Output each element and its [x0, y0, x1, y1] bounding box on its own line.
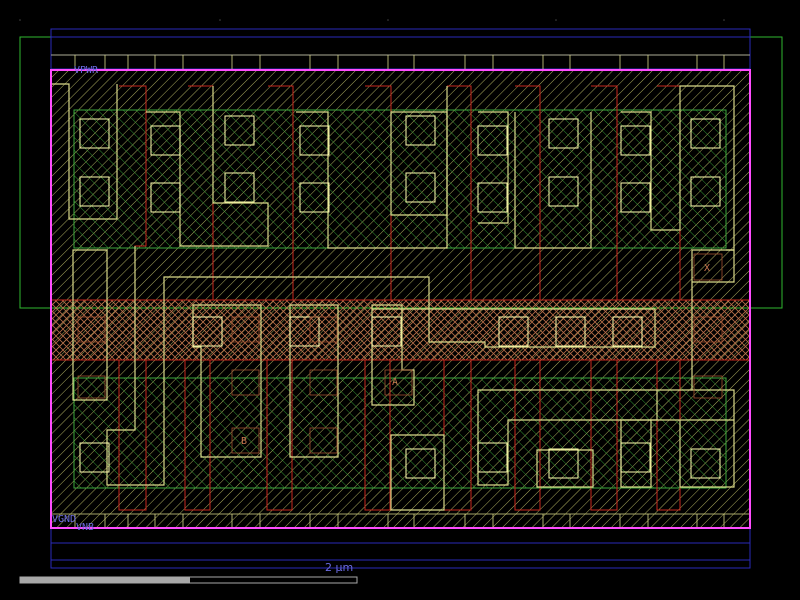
cell-boundary [50, 69, 751, 529]
vpwr-label: VPWR [74, 65, 99, 76]
scale-bar-label: 2 µm [325, 561, 353, 574]
contacts [79, 115, 721, 479]
dot-grid [19, 19, 725, 21]
metal1-shapes [51, 83, 735, 511]
scale-bar: 2 µm [19, 561, 358, 584]
pin-b-label: B [241, 436, 247, 447]
vnb-label: VNB [76, 522, 94, 533]
pin-markers [77, 253, 723, 454]
vgnd-label: VGND [52, 514, 76, 525]
pin-x-label: X [704, 263, 710, 274]
pin-a-label: A [392, 377, 398, 388]
